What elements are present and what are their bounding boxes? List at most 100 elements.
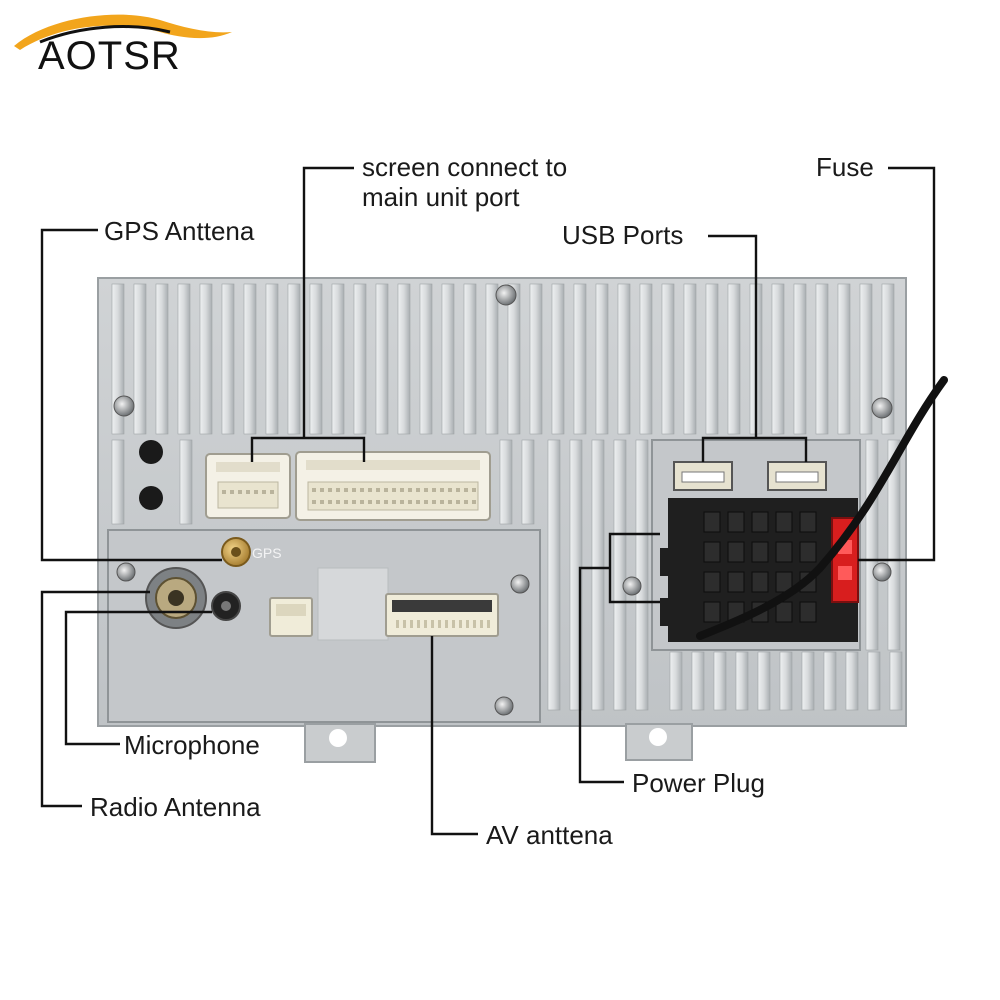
pin (312, 488, 316, 492)
plug-cell (799, 511, 817, 533)
fin (485, 283, 499, 435)
pin (246, 490, 250, 494)
fin (881, 283, 895, 435)
pin (336, 500, 340, 504)
microphone-jack (211, 591, 241, 621)
fin (705, 283, 719, 435)
pin (396, 620, 399, 628)
label-usb-ports: USB Ports (562, 220, 684, 250)
pin (466, 620, 469, 628)
pin (230, 490, 234, 494)
fin (735, 651, 749, 711)
pin (352, 500, 356, 504)
fin (669, 651, 683, 711)
pin (417, 620, 420, 628)
fin (521, 439, 535, 525)
usb-port-right (767, 461, 827, 491)
fin (111, 439, 125, 525)
fin (691, 651, 705, 711)
fin (419, 283, 433, 435)
pin (222, 490, 226, 494)
fin (635, 439, 649, 711)
plug-cell (727, 571, 745, 593)
pin (416, 500, 420, 504)
vent-hole (139, 440, 163, 464)
pin (360, 488, 364, 492)
plug-cell (775, 541, 793, 563)
pin (312, 500, 316, 504)
fin (499, 439, 513, 525)
plug-cell (703, 511, 721, 533)
pin (376, 488, 380, 492)
fin (375, 283, 389, 435)
fin (529, 283, 543, 435)
fin (683, 283, 697, 435)
label-radio-antenna: Radio Antenna (90, 792, 261, 822)
pin (456, 488, 460, 492)
fin (613, 439, 627, 711)
fin (441, 283, 455, 435)
fin (199, 283, 213, 435)
power-plug-connector (660, 498, 858, 642)
fin (221, 283, 235, 435)
pin (431, 620, 434, 628)
pin (344, 500, 348, 504)
fin (639, 283, 653, 435)
plug-cell (751, 541, 769, 563)
pin (472, 488, 476, 492)
plug-cell (751, 511, 769, 533)
plug-cell (775, 511, 793, 533)
pin (472, 500, 476, 504)
pin (328, 488, 332, 492)
plug-cell (727, 541, 745, 563)
fin (547, 439, 561, 711)
gps-antenna-connector: GPS (221, 537, 282, 567)
plug-cell (751, 571, 769, 593)
plug-cell (799, 541, 817, 563)
pin (328, 500, 332, 504)
pin (464, 488, 468, 492)
fin (265, 283, 279, 435)
fin (889, 651, 903, 711)
fin (133, 283, 147, 435)
pin (424, 620, 427, 628)
pin (452, 620, 455, 628)
fin (155, 283, 169, 435)
pin (360, 500, 364, 504)
fin (573, 283, 587, 435)
fin (771, 283, 785, 435)
pin (270, 490, 274, 494)
pin (416, 488, 420, 492)
pin (384, 500, 388, 504)
label-screen-connect-line1: screen connect to (362, 152, 568, 182)
pin (432, 488, 436, 492)
pin (254, 490, 258, 494)
fin (815, 283, 829, 435)
label-av-antenna: AV anttena (486, 820, 613, 850)
pin (424, 488, 428, 492)
pin (456, 500, 460, 504)
usb-port-left (673, 461, 733, 491)
pin (384, 488, 388, 492)
av-connector (385, 593, 499, 637)
fuse-wire (696, 376, 948, 640)
pin (344, 488, 348, 492)
plug-cell (727, 511, 745, 533)
fin (713, 651, 727, 711)
label-screen-connect-line2: main unit port (362, 182, 520, 212)
fin (837, 283, 851, 435)
fin (845, 651, 859, 711)
pin (448, 500, 452, 504)
pin (368, 500, 372, 504)
fin (867, 651, 881, 711)
pin (368, 488, 372, 492)
fin (243, 283, 257, 435)
pin (392, 488, 396, 492)
plug-cell (799, 601, 817, 623)
pin (473, 620, 476, 628)
fin (801, 651, 815, 711)
fin (397, 283, 411, 435)
radio-antenna-socket (145, 567, 207, 629)
plug-cell (703, 571, 721, 593)
small-connector (269, 597, 313, 637)
